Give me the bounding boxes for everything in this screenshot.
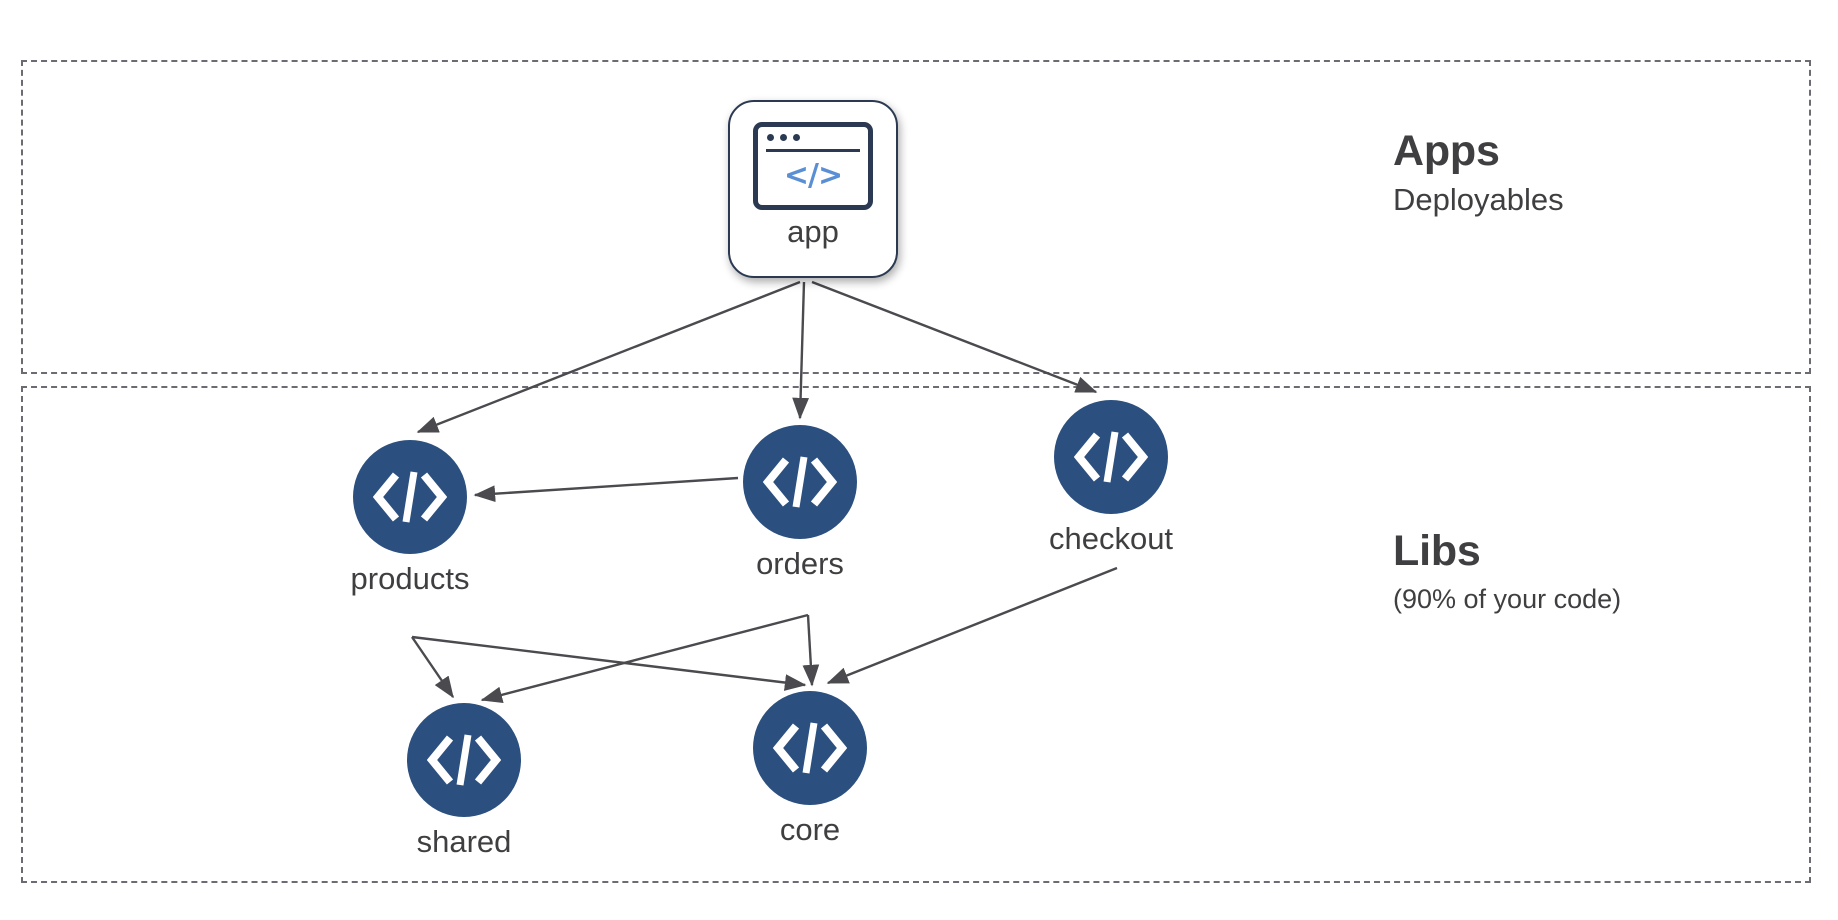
code-brackets-icon — [743, 425, 857, 539]
window-dots-icon — [767, 134, 800, 141]
zone-apps-title: Apps — [1393, 127, 1500, 175]
node-orders-label: orders — [756, 546, 844, 581]
zone-apps-caption: Apps Deployables — [1393, 127, 1564, 218]
zone-libs-caption: Libs (90% of your code) — [1393, 527, 1621, 615]
code-brackets-icon — [407, 703, 521, 817]
node-app-label: app — [787, 214, 839, 249]
zone-libs-title: Libs — [1393, 527, 1481, 575]
node-checkout-label: checkout — [1048, 521, 1174, 556]
zone-libs-subtitle: (90% of your code) — [1393, 584, 1622, 615]
zone-libs — [21, 386, 1811, 883]
node-core-label: core — [779, 812, 841, 847]
zone-apps-subtitle: Deployables — [1393, 182, 1564, 218]
node-checkout[interactable]: checkout — [1049, 400, 1173, 554]
node-products[interactable]: products — [350, 440, 470, 596]
code-brackets-glyph: </> — [783, 157, 843, 193]
node-orders[interactable]: orders — [743, 425, 857, 579]
node-products-label: products — [350, 561, 470, 596]
browser-window-code-icon: </> — [753, 122, 873, 210]
node-shared-label: shared — [416, 824, 512, 859]
window-titlebar-rule — [766, 149, 860, 152]
node-app[interactable]: </> app — [728, 100, 898, 278]
node-shared[interactable]: shared — [407, 703, 521, 857]
node-core[interactable]: core — [753, 691, 867, 845]
code-brackets-icon — [353, 440, 467, 554]
code-brackets-icon — [1054, 400, 1168, 514]
code-brackets-icon — [753, 691, 867, 805]
